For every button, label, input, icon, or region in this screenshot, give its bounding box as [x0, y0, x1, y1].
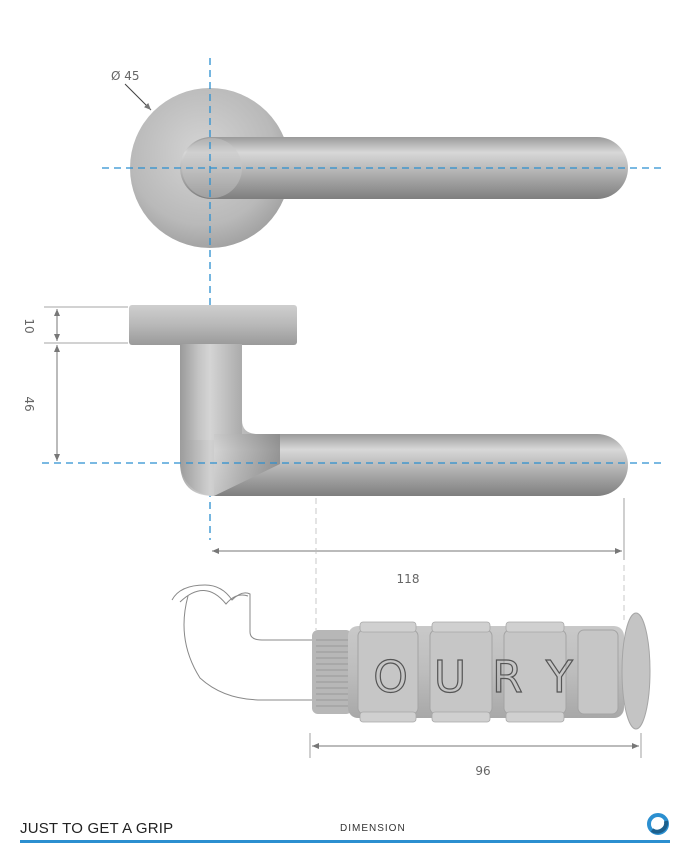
- grip-view: OURY 96: [171, 584, 651, 778]
- footer-section-label: DIMENSION: [340, 823, 406, 834]
- top-view: Ø 45: [102, 58, 665, 540]
- length-label: 118: [397, 572, 420, 586]
- handle-outline: [171, 584, 316, 701]
- side-view: 10 46 118: [22, 305, 665, 630]
- grip-logo: OURY: [373, 652, 598, 703]
- lever-arm: [214, 434, 628, 496]
- thickness-label: 10: [22, 318, 36, 333]
- handle-outline-wave: [179, 590, 249, 605]
- grip-ribs: [316, 639, 348, 707]
- grip-length-label: 96: [475, 764, 490, 778]
- diameter-leader: [124, 83, 152, 111]
- footer-title: JUST TO GET A GRIP: [20, 820, 174, 837]
- rose-side: [129, 305, 297, 345]
- grip-segments: [357, 629, 619, 715]
- footer-accent-rule: [20, 840, 670, 843]
- brand-logo-icon: [647, 813, 669, 835]
- grip-ribbed-end: [312, 630, 352, 714]
- projection-label: 46: [22, 396, 36, 411]
- grip-end-cap: [621, 612, 651, 730]
- diameter-label: Ø 45: [111, 69, 140, 83]
- lever-elbow-inner: [180, 344, 280, 496]
- grip-segment-ridges: [359, 621, 565, 723]
